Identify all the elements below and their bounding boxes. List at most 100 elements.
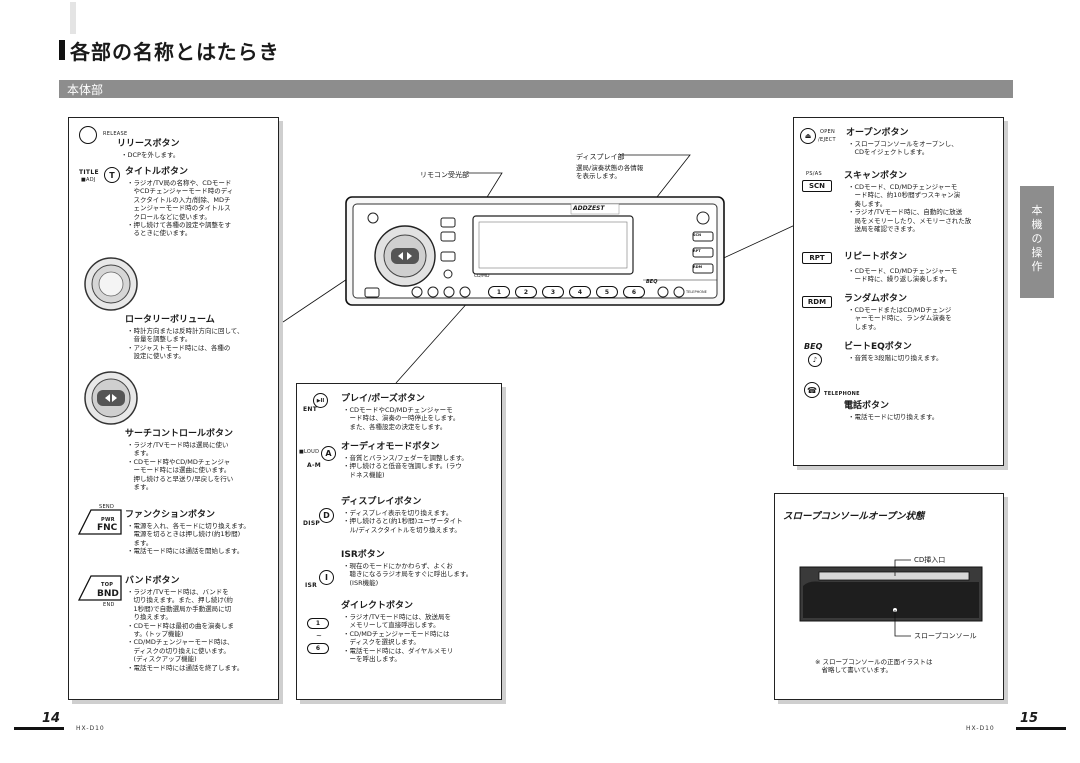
slope-callout-lines bbox=[894, 559, 911, 637]
direct-desc: ・ラジオ/TVモード時には、放送局を メモリーして直接呼出します。 ・CD/MD… bbox=[343, 613, 454, 664]
open-desc: ・スロープコンソールをオープンし、 CDをイジェクトします。 bbox=[848, 140, 958, 157]
page-number-left: 14 bbox=[42, 711, 61, 726]
device-preset-3: 3 bbox=[542, 286, 564, 298]
display-label: ディスプレイ部 bbox=[576, 153, 625, 161]
title-icon-bottom: ■ADJ bbox=[81, 177, 96, 183]
isr-icon-label: ISR bbox=[305, 582, 318, 589]
rpt-desc: ・CDモード、CD/MDチェンジャーモ ード時に、繰り返し演奏します。 bbox=[848, 267, 958, 284]
device-rdm: RDM bbox=[693, 265, 703, 269]
open-title: オープンボタン bbox=[846, 128, 909, 138]
fnc-title: ファンクションボタン bbox=[125, 510, 216, 520]
slope-console-illustration bbox=[799, 566, 983, 622]
rdm-desc: ・CDモードまたはCD/MDチェンジ ャーモード時に、ランダム演奏を します。 bbox=[848, 306, 952, 331]
slope-console-box: スロープコンソールオープン状態 CD挿入口 スロープコンソール ※ スロープコン… bbox=[774, 493, 1004, 700]
remote-sensor-label: リモコン受光部 bbox=[420, 171, 469, 179]
scan-icon-top: PS/AS bbox=[806, 171, 822, 177]
disp-icon-label: DISP bbox=[303, 520, 321, 527]
play-icon-label: ENT bbox=[303, 406, 318, 413]
device-tel-label: TELEPHONE bbox=[686, 290, 707, 294]
search-desc: ・ラジオ/TVモード時は選局に使い ます。 ・CDモード時やCD/MDチェンジャ… bbox=[127, 441, 234, 492]
device-preset-4: 4 bbox=[569, 286, 591, 298]
bnd-desc: ・ラジオ/TVモード時は、バンドを 切り換えます。また、押し続け(約 1秒間)で… bbox=[127, 588, 244, 672]
open-icon-bottom: /EJECT bbox=[818, 137, 836, 143]
device-model-tag: CD/MD bbox=[474, 274, 490, 279]
slope-title: スロープコンソールオープン状態 bbox=[783, 511, 925, 522]
device-brand: ADDZEST bbox=[573, 205, 605, 212]
fnc-icon-top: SEND bbox=[99, 504, 115, 510]
fnc-desc: ・電源を入れ、各モードに切り換えます。 電源を切るときは押し続け(約1秒間) ま… bbox=[127, 522, 250, 556]
disp-desc: ・ディスプレイ表示を切り換えます。 ・押し続けると(約1秒間)ユーザータイト ル… bbox=[343, 509, 463, 534]
isr-desc: ・現在のモードにかかわらず、よくお 聴きになるラジオ局をすぐに呼出します。 (I… bbox=[343, 562, 473, 587]
side-tab-char: 本 bbox=[1031, 204, 1043, 217]
device-preset-6: 6 bbox=[623, 286, 645, 298]
display-desc: 選局/演奏状態の各情報 を表示します。 bbox=[576, 164, 644, 181]
direct-6-icon: 6 bbox=[307, 643, 329, 654]
telephone-icon: ☎ bbox=[804, 382, 820, 398]
title-button-icon: T bbox=[104, 167, 120, 183]
direct-title: ダイレクトボタン bbox=[341, 601, 414, 611]
side-tab-char: の bbox=[1031, 232, 1043, 245]
rpt-title: リピートボタン bbox=[844, 252, 908, 262]
section-bar: 本体部 bbox=[59, 80, 1013, 98]
device-rpt: RPT bbox=[693, 249, 701, 253]
title-btn-title: タイトルボタン bbox=[125, 167, 189, 177]
beq-desc: ・音質を3段階に切り換えます。 bbox=[848, 354, 943, 362]
isr-icon: I bbox=[319, 570, 334, 585]
rdm-title: ランダムボタン bbox=[844, 294, 908, 304]
bnd-title: バンドボタン bbox=[125, 576, 180, 586]
cd-slot-label: CD挿入口 bbox=[914, 556, 946, 564]
rotary-title: ロータリーボリューム bbox=[125, 315, 215, 325]
head-unit-illustration bbox=[345, 196, 725, 306]
model-left: HX-D10 bbox=[76, 725, 105, 732]
top-margin-bar bbox=[70, 2, 76, 34]
side-tab: 本 機 の 操 作 bbox=[1020, 186, 1054, 298]
beq-title: ビートEQボタン bbox=[844, 342, 912, 352]
rdm-button-icon: RDM bbox=[802, 296, 832, 308]
play-title: プレイ/ポーズボタン bbox=[341, 394, 425, 404]
open-icon-top: OPEN bbox=[820, 129, 836, 135]
device-preset-5: 5 bbox=[596, 286, 618, 298]
audio-icon-bottom: A-M bbox=[307, 462, 322, 469]
eject-icon: ⏏ bbox=[800, 128, 816, 144]
title-marker bbox=[59, 40, 65, 60]
disp-title: ディスプレイボタン bbox=[341, 497, 422, 507]
beq-icon-label: BEQ bbox=[804, 342, 823, 351]
disp-icon: D bbox=[319, 508, 334, 523]
page-title: 各部の名称とはたらき bbox=[70, 40, 280, 64]
fnc-icon-main: FNC bbox=[97, 523, 118, 533]
device-preset-1: 1 bbox=[488, 286, 510, 298]
scan-title: スキャンボタン bbox=[844, 171, 908, 181]
side-tab-char: 操 bbox=[1031, 246, 1043, 259]
device-scn: SCN bbox=[693, 233, 702, 237]
slope-note: ※ スロープコンソールの正面イラストは 省略して書いています。 bbox=[815, 658, 933, 675]
middle-callout-box: ▶II ENT プレイ/ポーズボタン ・CDモードやCD/MDチェンジャーモ ー… bbox=[296, 383, 502, 700]
tel-title: 電話ボタン bbox=[844, 401, 890, 411]
play-desc: ・CDモードやCD/MDチェンジャーモ ード時は、演奏の一時停止をします。 また… bbox=[343, 406, 460, 431]
audio-title: オーディオモードボタン bbox=[341, 442, 440, 452]
bnd-icon-bottom: END bbox=[103, 602, 115, 608]
search-title: サーチコントロールボタン bbox=[125, 429, 234, 439]
rotary-knob-icon bbox=[84, 257, 138, 311]
release-icon bbox=[79, 126, 97, 144]
isr-title: ISRボタン bbox=[341, 550, 385, 560]
left-callout-box: RELEASE リリースボタン ・DCPを外します。 TITLE ■ADJ T … bbox=[68, 117, 279, 700]
beq-icon: ♪ bbox=[808, 353, 822, 367]
search-control-icon bbox=[84, 371, 138, 425]
page-number-right: 15 bbox=[1020, 711, 1039, 726]
slope-console-label: スロープコンソール bbox=[914, 632, 977, 640]
device-beq-label: BEQ bbox=[646, 279, 658, 285]
audio-mode-icon: A bbox=[321, 446, 336, 461]
scn-button-icon: SCN bbox=[802, 180, 832, 192]
title-btn-desc: ・ラジオ/TV局の名称や、CDモード やCDチェンジャーモード時のディ スクタイ… bbox=[127, 179, 234, 238]
direct-buttons-row: 1 2 3 4 5 6 bbox=[488, 286, 645, 298]
release-title: リリースボタン bbox=[117, 139, 180, 149]
page-number-rule-right bbox=[1016, 727, 1066, 730]
right-callout-box: ⏏ OPEN /EJECT オープンボタン ・スロープコンソールをオープンし、 … bbox=[793, 117, 1004, 466]
fnc-icon-mid: PWR bbox=[101, 517, 115, 523]
title-icon-top: TITLE bbox=[79, 169, 99, 176]
release-icon-label: RELEASE bbox=[103, 131, 128, 137]
page-number-rule-left bbox=[14, 727, 64, 730]
side-tab-char: 作 bbox=[1031, 260, 1043, 273]
scan-desc: ・CDモード、CD/MDチェンジャーモ ード時に、約10秒間ずつスキャン演 奏し… bbox=[848, 183, 972, 234]
device-preset-2: 2 bbox=[515, 286, 537, 298]
